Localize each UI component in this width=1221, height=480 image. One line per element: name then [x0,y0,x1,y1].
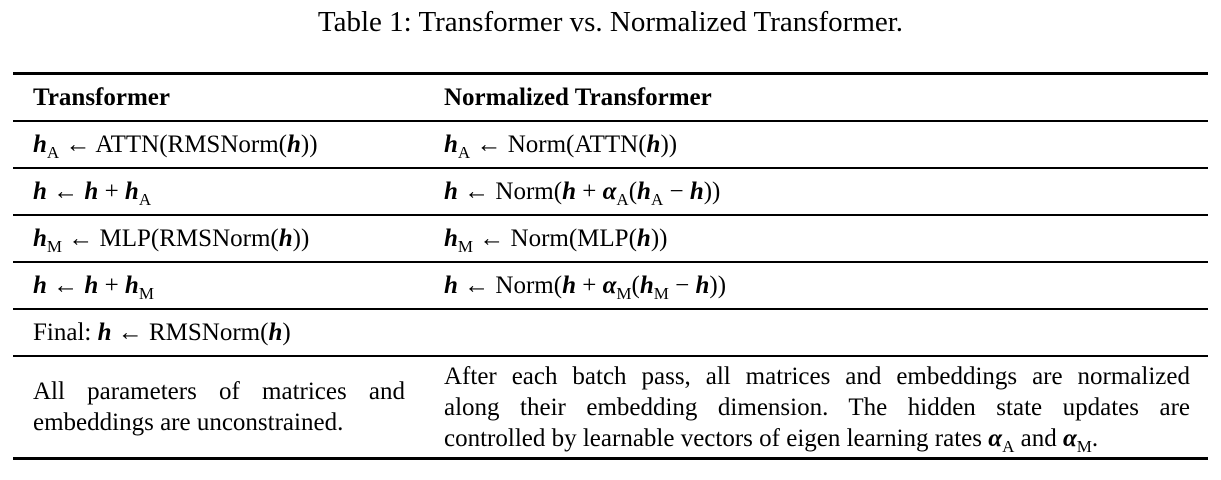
description-line: along their embedding dimension. The hid… [444,393,1190,421]
row-rule [13,355,1208,357]
table-row-description: All parameters of matrices and embedding… [13,357,1208,457]
description-line: embeddings are unconstrained. [33,409,344,436]
table-row-mlp-update: h ← h + hM h ← Norm(h + αM(hM − h)) [13,263,1208,308]
comparison-table: Transformer Normalized Transformer hA ← … [13,72,1208,460]
description-line-eigen: controlled by learnable vectors of eigen… [444,424,1099,456]
description-line: After each batch pass, all matrices and … [444,362,1190,390]
row-rule [13,308,1208,310]
bottom-rule [13,457,1208,460]
ntransformer-mlp-update-eq: h ← Norm(h + αM(hM − h)) [444,271,727,303]
transformer-mlp-update-eq: h ← h + hM [33,271,154,303]
ntransformer-attention-update-eq: h ← Norm(h + αA(hA − h)) [444,177,721,209]
transformer-mlp-eq: hM ← MLP(RMSNorm(h)) [33,224,310,256]
ntransformer-mlp-eq: hM ← Norm(MLP(h)) [444,224,668,256]
transformer-attention-update-eq: h ← h + hA [33,177,152,209]
table-caption: Table 1: Transformer vs. Normalized Tran… [317,6,904,38]
description-line: All parameters of matrices and [33,378,405,405]
transformer-description: All parameters of matrices and embedding… [13,376,425,438]
table-row-attention: hA ← ATTN(RMSNorm(h)) hA ← Norm(ATTN(h)) [13,122,1208,167]
table-header-row: Transformer Normalized Transformer [13,75,1208,120]
ntransformer-attention-eq: hA ← Norm(ATTN(h)) [444,130,678,162]
transformer-final-eq: Final: h ← RMSNorm(h) [33,318,291,346]
top-rule [13,72,1208,75]
row-rule [13,214,1208,216]
table-row-mlp: hM ← MLP(RMSNorm(h)) hM ← Norm(MLP(h)) [13,216,1208,261]
header-normalized-transformer: Normalized Transformer [444,83,712,111]
header-rule [13,120,1208,122]
header-transformer: Transformer [33,83,170,111]
table-row-attention-update: h ← h + hA h ← Norm(h + αA(hA − h)) [13,169,1208,214]
table-row-final: Final: h ← RMSNorm(h) [13,310,1208,355]
ntransformer-description: After each batch pass, all matrices and … [425,361,1208,456]
row-rule [13,167,1208,169]
row-rule [13,261,1208,263]
transformer-attention-eq: hA ← ATTN(RMSNorm(h)) [33,130,318,162]
